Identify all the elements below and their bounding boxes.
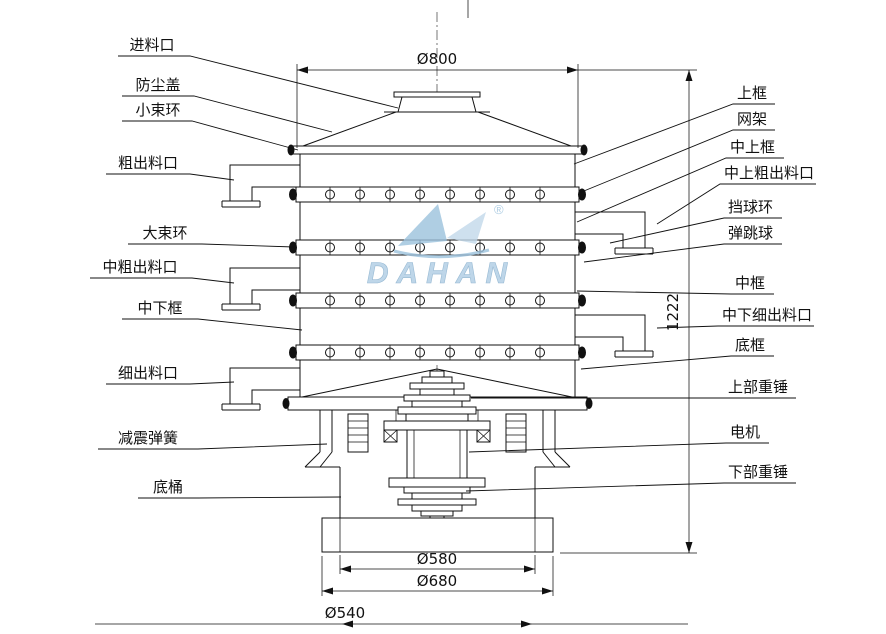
logo-triangle-icon bbox=[398, 204, 447, 246]
damping-springs bbox=[319, 410, 556, 453]
coarse-outlet-left bbox=[221, 164, 301, 208]
label-damping-spring: 减震弹簧 bbox=[118, 430, 178, 447]
leader-lines bbox=[90, 55, 816, 499]
label-middle-frame: 中框 bbox=[735, 275, 765, 292]
label-small-clamp-ring: 小束环 bbox=[135, 102, 180, 119]
dust-cover-dome bbox=[302, 111, 572, 147]
logo-swoosh-icon bbox=[393, 248, 490, 259]
deck-band-4 bbox=[289, 345, 586, 360]
label-ball-stop-ring: 挡球环 bbox=[728, 199, 773, 216]
mid-coarse-outlet-left bbox=[221, 267, 301, 311]
labels-left: 进料口 防尘盖 小束环 粗出料口 大束环 中粗出料口 中下框 细出料口 减震弹簧… bbox=[102, 37, 187, 496]
label-mid-upper-frame: 中上框 bbox=[730, 139, 775, 156]
machine-drawing bbox=[221, 0, 654, 553]
label-upper-frame: 上框 bbox=[737, 85, 767, 102]
label-dust-cover: 防尘盖 bbox=[135, 77, 180, 94]
label-mesh-frame: 网架 bbox=[737, 111, 767, 128]
small-clamp-ring bbox=[287, 144, 588, 156]
label-feed-inlet: 进料口 bbox=[129, 37, 174, 54]
base-barrel bbox=[321, 467, 554, 553]
label-base-barrel: 底桶 bbox=[153, 479, 183, 496]
dimension-lines: Ø800 1222 Ø580 Ø680 Ø540 bbox=[95, 50, 697, 628]
dim-total-height: 1222 bbox=[664, 293, 682, 331]
motor-mount-right bbox=[476, 429, 491, 443]
deck-band-1 bbox=[289, 187, 586, 202]
label-large-clamp-ring: 大束环 bbox=[142, 225, 187, 242]
label-fine-outlet: 细出料口 bbox=[118, 365, 178, 382]
motor-mount-left bbox=[383, 429, 398, 443]
deck-band-2 bbox=[289, 240, 586, 255]
dim-top-diameter: Ø800 bbox=[417, 50, 457, 68]
label-coarse-outlet: 粗出料口 bbox=[118, 155, 178, 172]
label-mid-upper-coarse-outlet: 中上粗出料口 bbox=[724, 165, 814, 182]
feed-inlet bbox=[393, 91, 481, 113]
mid-lower-fine-outlet-right bbox=[574, 314, 654, 358]
deck-band-3 bbox=[289, 293, 586, 308]
labels-right: 上框 网架 中上框 中上粗出料口 挡球环 弹跳球 中框 中下细出料口 底框 上部… bbox=[722, 85, 814, 481]
motor-assembly bbox=[383, 370, 491, 523]
motor-body bbox=[406, 429, 468, 479]
label-bottom-frame: 底框 bbox=[735, 337, 765, 354]
label-mid-lower-frame: 中下框 bbox=[137, 300, 182, 317]
label-mid-coarse-outlet: 中粗出料口 bbox=[102, 259, 177, 276]
label-lower-weight: 下部重锤 bbox=[728, 464, 788, 481]
motor-bottom-flange bbox=[388, 477, 486, 488]
label-motor: 电机 bbox=[730, 424, 760, 441]
label-mid-lower-fine-outlet: 中下细出料口 bbox=[722, 307, 812, 324]
dim-barrel-diameter: Ø580 bbox=[417, 550, 457, 568]
body-walls bbox=[299, 154, 576, 397]
bottom-cone bbox=[301, 368, 573, 398]
label-upper-weight: 上部重锤 bbox=[728, 379, 788, 396]
dim-bottom-diameter: Ø540 bbox=[325, 604, 365, 622]
skirt-flare bbox=[304, 451, 571, 468]
watermark-brand-text: DAHAN bbox=[367, 257, 515, 290]
label-bouncing-ball: 弹跳球 bbox=[728, 225, 773, 242]
dim-base-diameter: Ø680 bbox=[417, 572, 457, 590]
brand-watermark: ® DAHAN bbox=[367, 202, 515, 290]
registered-mark: ® bbox=[494, 202, 504, 217]
motor-top-flange bbox=[383, 420, 491, 431]
logo-triangle2-icon bbox=[447, 212, 486, 244]
